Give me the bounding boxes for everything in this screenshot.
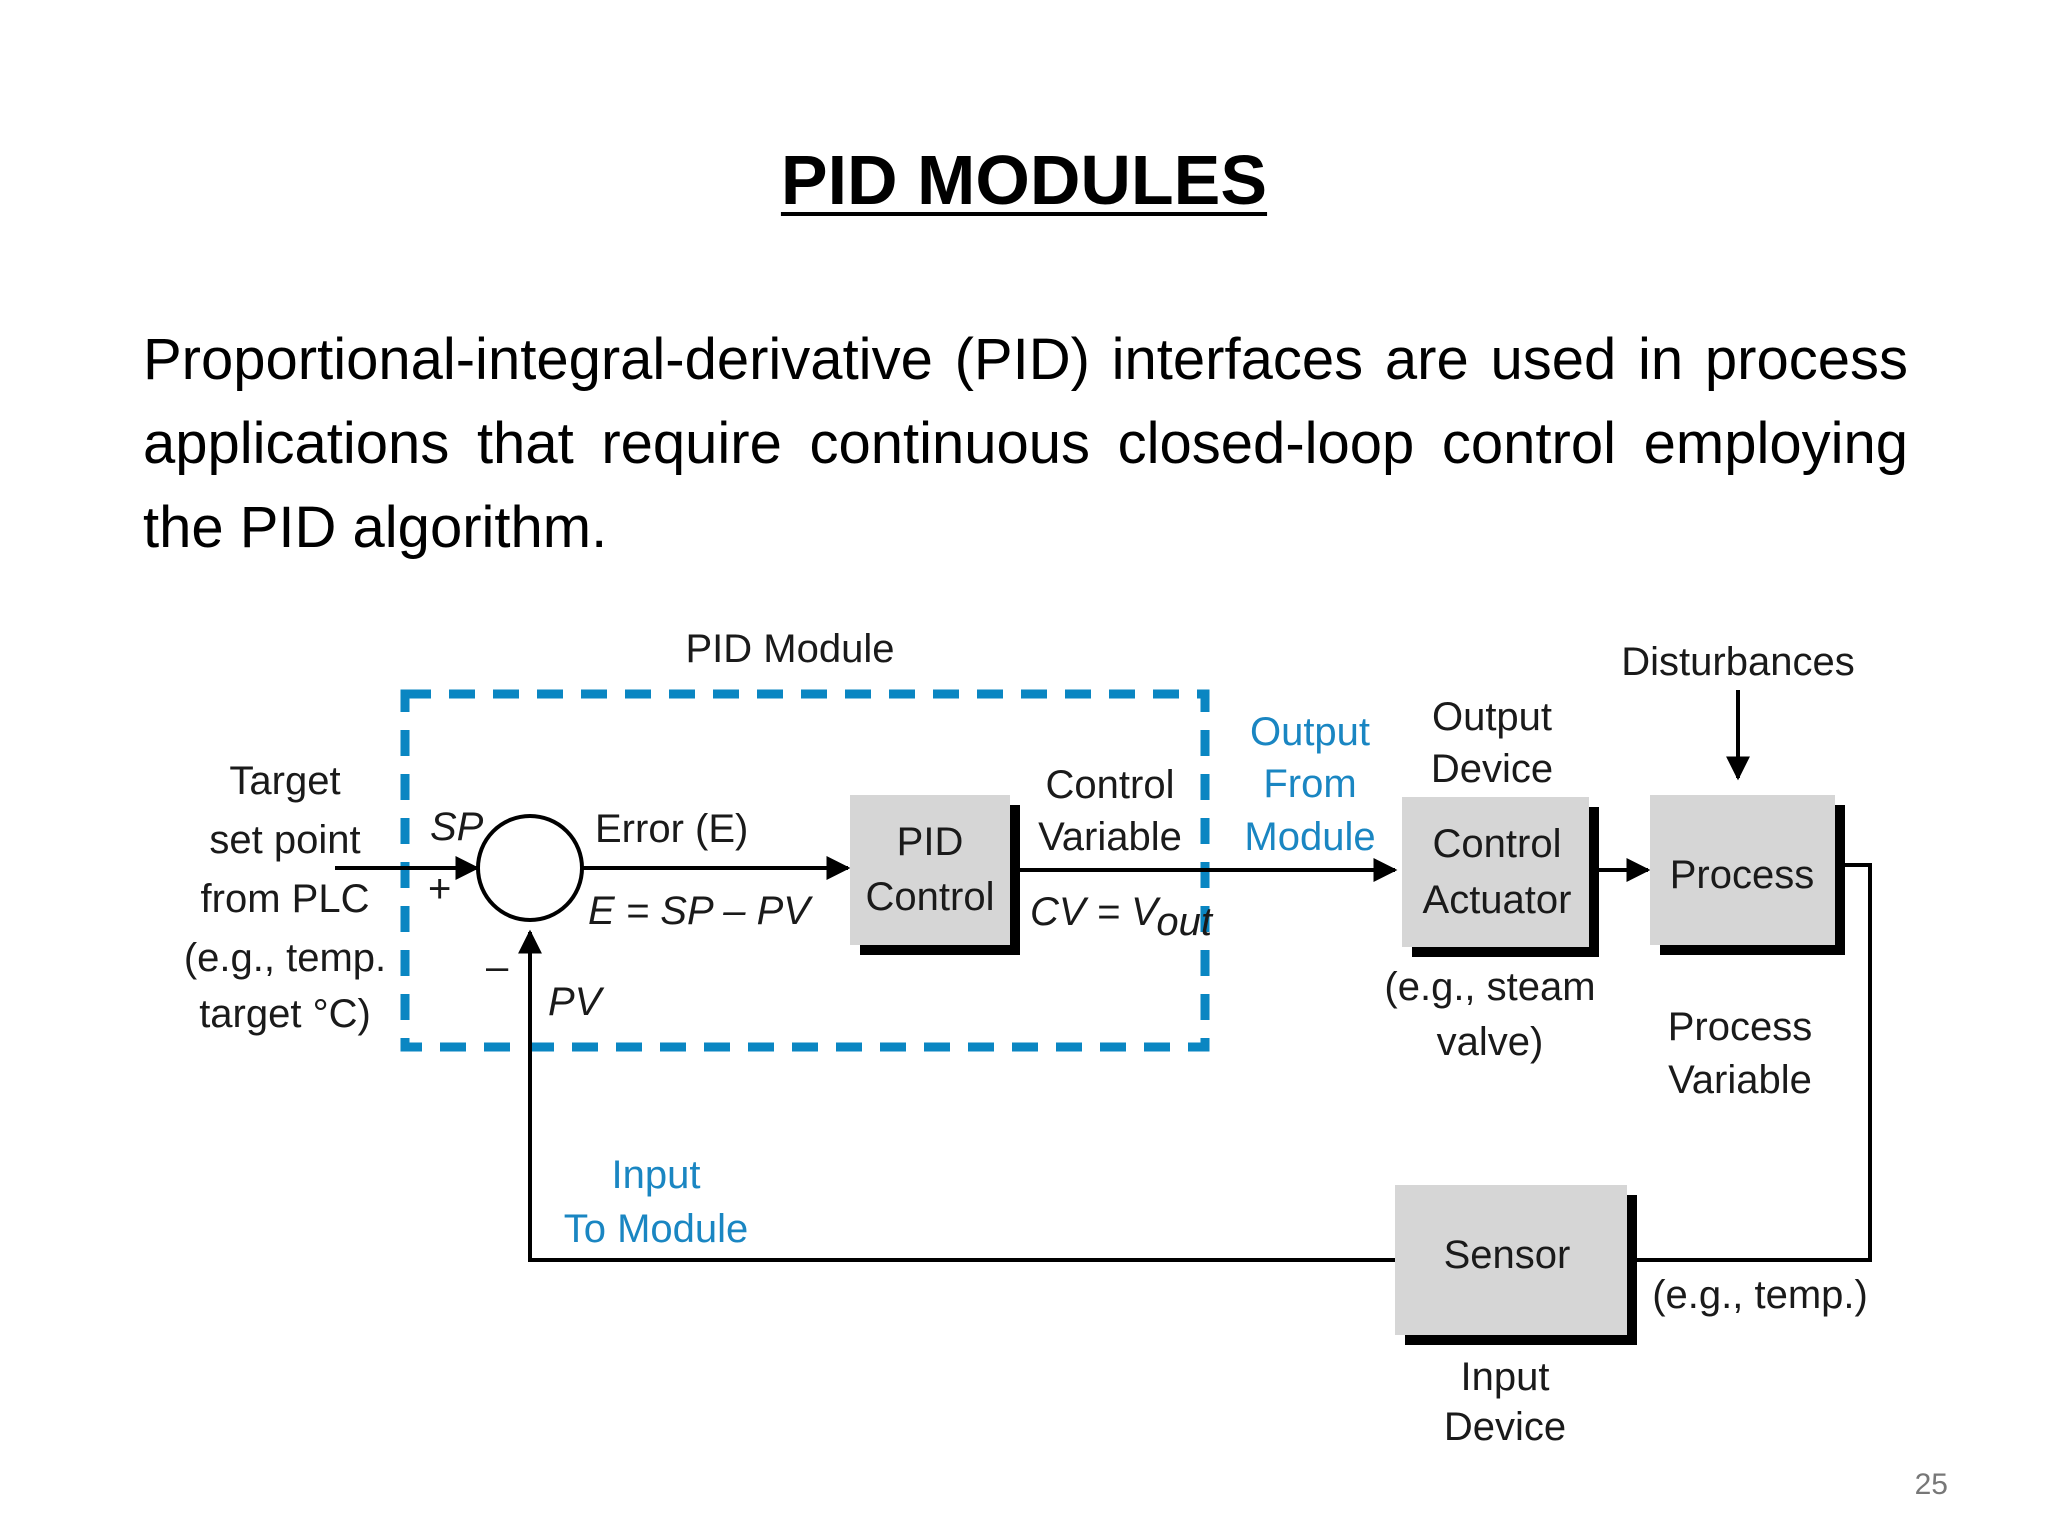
actuator-example-line-1: (e.g., steam <box>1384 965 1595 1009</box>
sp-label: SP <box>430 805 484 849</box>
slide-title: PID MODULES <box>780 141 1268 219</box>
sensor-block <box>1395 1185 1627 1335</box>
slide-body-text: Proportional-integral-derivative (PID) i… <box>143 327 1908 560</box>
process-variable-line-2: Variable <box>1668 1058 1812 1102</box>
input-to-module-line-2: To Module <box>564 1207 749 1251</box>
process-feedback-line <box>1637 863 1872 1262</box>
pid-block-line-2: Control <box>866 875 995 919</box>
minus-sign: – <box>486 945 509 989</box>
actuator-line-1: Control <box>1433 822 1562 866</box>
pv-feedback-arrow <box>518 929 1395 1262</box>
target-line-3: from PLC <box>201 877 370 921</box>
disturbances-label: Disturbances <box>1621 640 1854 684</box>
control-actuator-block <box>1402 797 1589 947</box>
input-device-line-1: Input <box>1461 1355 1550 1399</box>
page-number: 25 <box>1914 1468 1948 1501</box>
input-device-line-2: Device <box>1444 1405 1566 1449</box>
pid-module-label: PID Module <box>686 627 895 671</box>
pv-label: PV <box>548 980 605 1024</box>
input-to-module-line-1: Input <box>612 1153 701 1197</box>
error-equation: E = SP – PV <box>588 889 813 933</box>
output-from-module-line-2: From <box>1263 762 1356 806</box>
cv-equation: CV = Vout <box>1030 890 1214 944</box>
target-line-4: (e.g., temp. <box>184 936 386 980</box>
error-label: Error (E) <box>595 807 748 851</box>
plus-sign: + <box>428 867 451 911</box>
output-device-line-1: Output <box>1432 695 1552 739</box>
target-line-2: set point <box>209 818 360 862</box>
process-block <box>1650 795 1835 945</box>
sensor-label: Sensor <box>1444 1233 1571 1277</box>
summing-junction <box>476 814 584 922</box>
target-line-1: Target <box>229 759 340 803</box>
actuator-example-line-2: valve) <box>1437 1020 1544 1064</box>
pid-control-block <box>850 795 1010 945</box>
output-from-module-line-1: Output <box>1250 710 1370 754</box>
control-variable-line-1: Control <box>1046 763 1175 807</box>
target-line-5: target °C) <box>199 992 371 1036</box>
pid-block-line-1: PID <box>897 820 964 864</box>
output-from-module-line-3: Module <box>1244 815 1375 859</box>
control-variable-line-2: Variable <box>1038 815 1182 859</box>
process-label: Process <box>1670 853 1815 897</box>
output-device-line-2: Device <box>1431 747 1553 791</box>
sensor-example: (e.g., temp.) <box>1652 1273 1868 1317</box>
process-variable-line-1: Process <box>1668 1005 1813 1049</box>
actuator-line-2: Actuator <box>1423 878 1572 922</box>
